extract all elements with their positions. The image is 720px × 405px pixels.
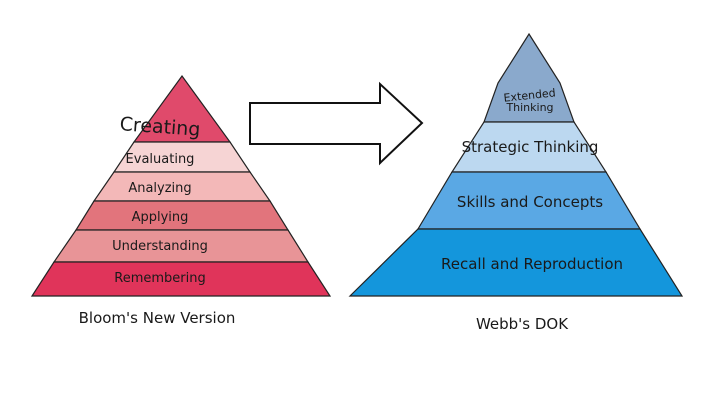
bloom-label-analyzing: Analyzing xyxy=(128,181,191,196)
bloom-caption: Bloom's New Version xyxy=(79,309,236,327)
bloom-label-creating: Creating xyxy=(119,113,201,141)
bloom-layer-remembering xyxy=(30,261,332,297)
bloom-pyramid: Creating Evaluating Analyzing Applying U… xyxy=(30,74,332,327)
webb-layer-recall-reproduction xyxy=(348,228,684,297)
bloom-label-remembering: Remembering xyxy=(114,271,205,286)
webb-label-extended-line1: Extended xyxy=(503,86,556,104)
bloom-label-evaluating: Evaluating xyxy=(126,152,195,167)
webb-pyramid: Extended Thinking Strategic Thinking Ski… xyxy=(348,32,684,333)
webb-label-strategic-thinking: Strategic Thinking xyxy=(462,138,599,156)
bloom-label-understanding: Understanding xyxy=(112,239,208,254)
webb-label-recall-reproduction: Recall and Reproduction xyxy=(441,255,623,273)
right-arrow-icon xyxy=(249,81,424,166)
webb-caption: Webb's DOK xyxy=(476,315,569,333)
bloom-label-applying: Applying xyxy=(132,210,189,225)
webb-label-extended-line2: Thinking xyxy=(505,101,553,114)
webb-label-skills-concepts: Skills and Concepts xyxy=(457,193,603,211)
